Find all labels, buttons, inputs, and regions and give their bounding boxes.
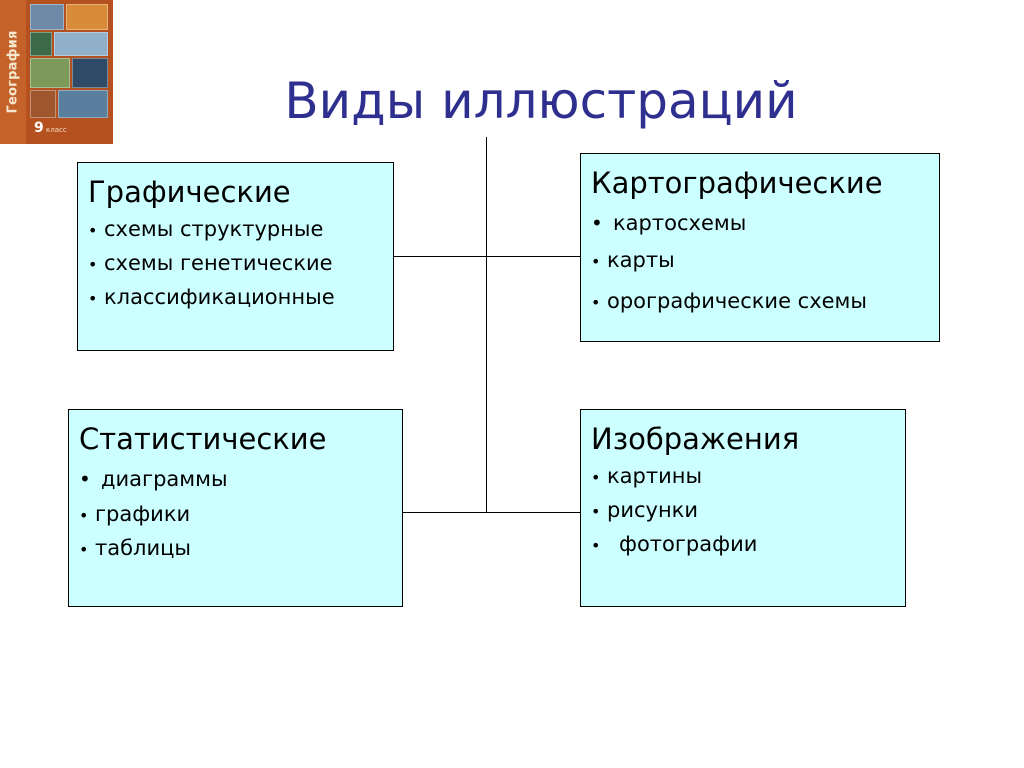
list-item-label: карты xyxy=(607,248,675,272)
box-statistical-list: •диаграммы •графики •таблицы xyxy=(79,460,392,566)
list-item: • классификационные xyxy=(88,281,383,315)
bullet-icon: • xyxy=(88,289,98,308)
box-images: Изображения • картины • рисунки • фотографи… xyxy=(580,409,906,607)
bullet-icon: • xyxy=(591,293,601,312)
cover-photo-tile xyxy=(30,90,56,118)
box-cartographic: Картографические •картосхемы •карты •оро… xyxy=(580,153,940,342)
box-cartographic-list: •картосхемы •карты •орографические схемы xyxy=(591,204,929,324)
slide-title: Виды иллюстраций xyxy=(284,72,798,130)
book-cover-grade-suffix: класс xyxy=(46,126,67,134)
list-item: • рисунки xyxy=(591,494,895,528)
list-item-label: фотографии xyxy=(619,532,758,556)
cover-photo-tile xyxy=(58,90,108,118)
list-item-label: диаграммы xyxy=(101,467,228,491)
box-statistical: Статистические •диаграммы •графики •табл… xyxy=(68,409,403,607)
list-item: • диаграммы xyxy=(79,460,392,498)
box-cartographic-heading: Картографические xyxy=(591,166,883,200)
list-item-label: графики xyxy=(95,502,191,526)
list-item: • картины xyxy=(591,460,895,494)
connector-top-horizontal xyxy=(394,256,580,257)
box-statistical-heading: Статистические xyxy=(79,422,327,456)
list-item: • схемы генетические xyxy=(88,247,383,281)
cover-photo-tile xyxy=(30,4,64,30)
list-item: • таблицы xyxy=(79,532,392,566)
bullet-icon: • xyxy=(591,468,601,487)
connector-bottom-horizontal xyxy=(403,512,580,513)
bullet-icon: • xyxy=(591,211,603,235)
connector-vertical xyxy=(486,137,487,513)
cover-photo-tile xyxy=(30,58,70,88)
bullet-icon: • xyxy=(79,506,89,525)
list-item: • фотографии xyxy=(591,528,895,562)
list-item-label: орографические схемы xyxy=(607,289,867,313)
list-item-label: таблицы xyxy=(95,536,191,560)
bullet-icon: • xyxy=(591,252,601,271)
list-item-label: картины xyxy=(607,464,703,488)
bullet-icon: • xyxy=(88,255,98,274)
box-images-list: • картины • рисунки • фотографии xyxy=(591,460,895,562)
cover-photo-tile xyxy=(54,32,108,56)
book-cover-spine xyxy=(0,0,26,144)
list-item-label: рисунки xyxy=(607,498,699,522)
bullet-icon: • xyxy=(88,221,98,240)
bullet-icon: • xyxy=(591,502,601,521)
list-item: • орографические схемы xyxy=(591,280,929,324)
box-graphic-heading: Графические xyxy=(88,175,291,209)
list-item-label: картосхемы xyxy=(613,211,747,235)
box-images-heading: Изображения xyxy=(591,422,800,456)
book-cover-image: География 9 класс xyxy=(0,0,113,144)
list-item: • карты xyxy=(591,242,929,280)
cover-photo-tile xyxy=(30,32,52,56)
list-item-label: схемы генетические xyxy=(104,251,333,275)
bullet-icon: • xyxy=(79,540,89,559)
bullet-icon: • xyxy=(591,536,601,555)
box-graphic: Графические • схемы структурные • схемы ге… xyxy=(77,162,394,351)
list-item: • картосхемы xyxy=(591,204,929,242)
list-item-label: классификационные xyxy=(104,285,335,309)
book-cover-grade: 9 xyxy=(34,120,44,136)
box-graphic-list: • схемы структурные • схемы генетические •… xyxy=(88,213,383,315)
cover-photo-tile xyxy=(66,4,108,30)
list-item: • графики xyxy=(79,498,392,532)
cover-photo-tile xyxy=(72,58,108,88)
list-item-label: схемы структурные xyxy=(104,217,324,241)
list-item: • схемы структурные xyxy=(88,213,383,247)
bullet-icon: • xyxy=(79,467,91,491)
